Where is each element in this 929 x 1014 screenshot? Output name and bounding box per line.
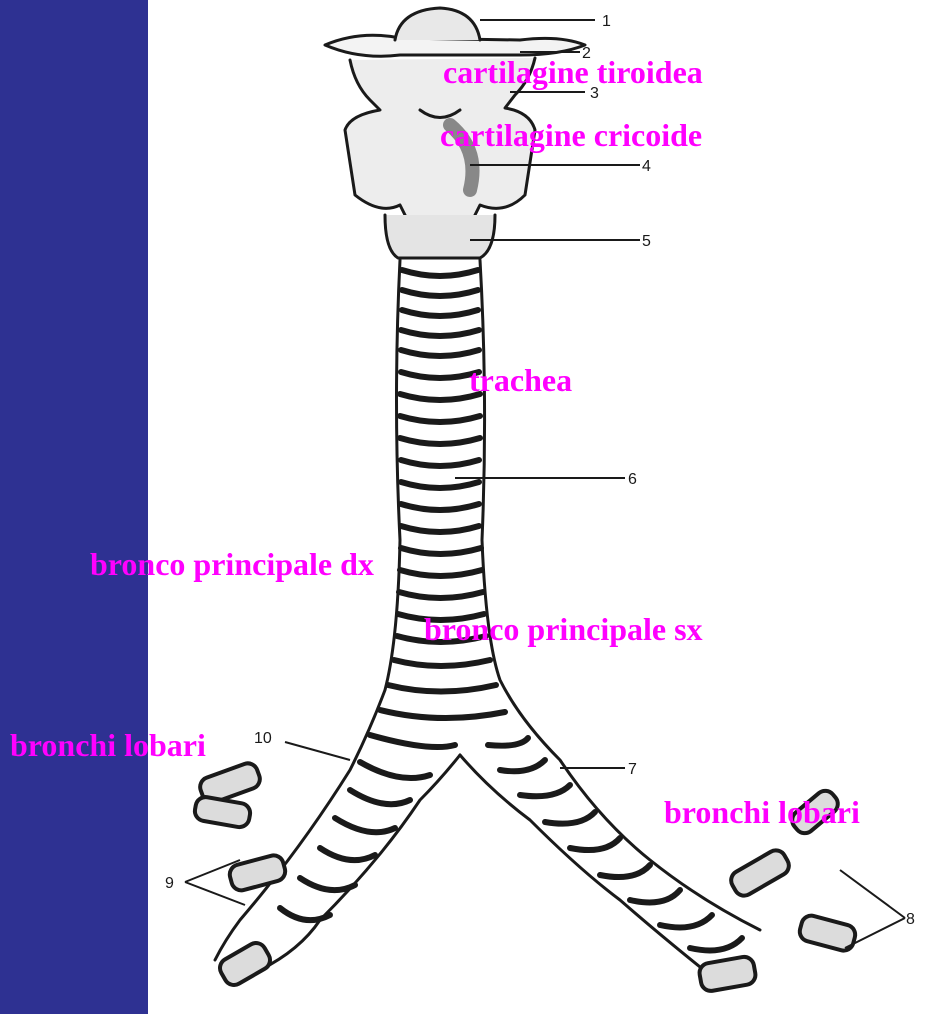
right-lobar-bronchi [193,761,287,989]
label-left-main-bronchus: bronco principale sx [424,611,703,647]
label-left-lobar-bronchi: bronchi lobari [664,794,860,830]
number-9: 9 [165,875,174,892]
carina-left [460,755,710,975]
label-right-main-bronchus: bronco principale dx [90,546,374,582]
number-5: 5 [642,233,651,250]
number-8: 8 [906,911,915,928]
cricoid-cartilage [385,215,495,258]
epiglottis [395,8,480,40]
number-7: 7 [628,761,637,778]
label-trachea: trachea [469,362,572,398]
label-cricoid-cartilage: cartilagine cricoide [440,117,702,153]
number-10: 10 [254,730,272,747]
label-right-lobar-bronchi: bronchi lobari [10,727,206,763]
label-thyroid-cartilage: cartilagine tiroidea [443,54,703,90]
number-1: 1 [602,13,611,30]
number-6: 6 [628,471,637,488]
number-4: 4 [642,158,651,175]
